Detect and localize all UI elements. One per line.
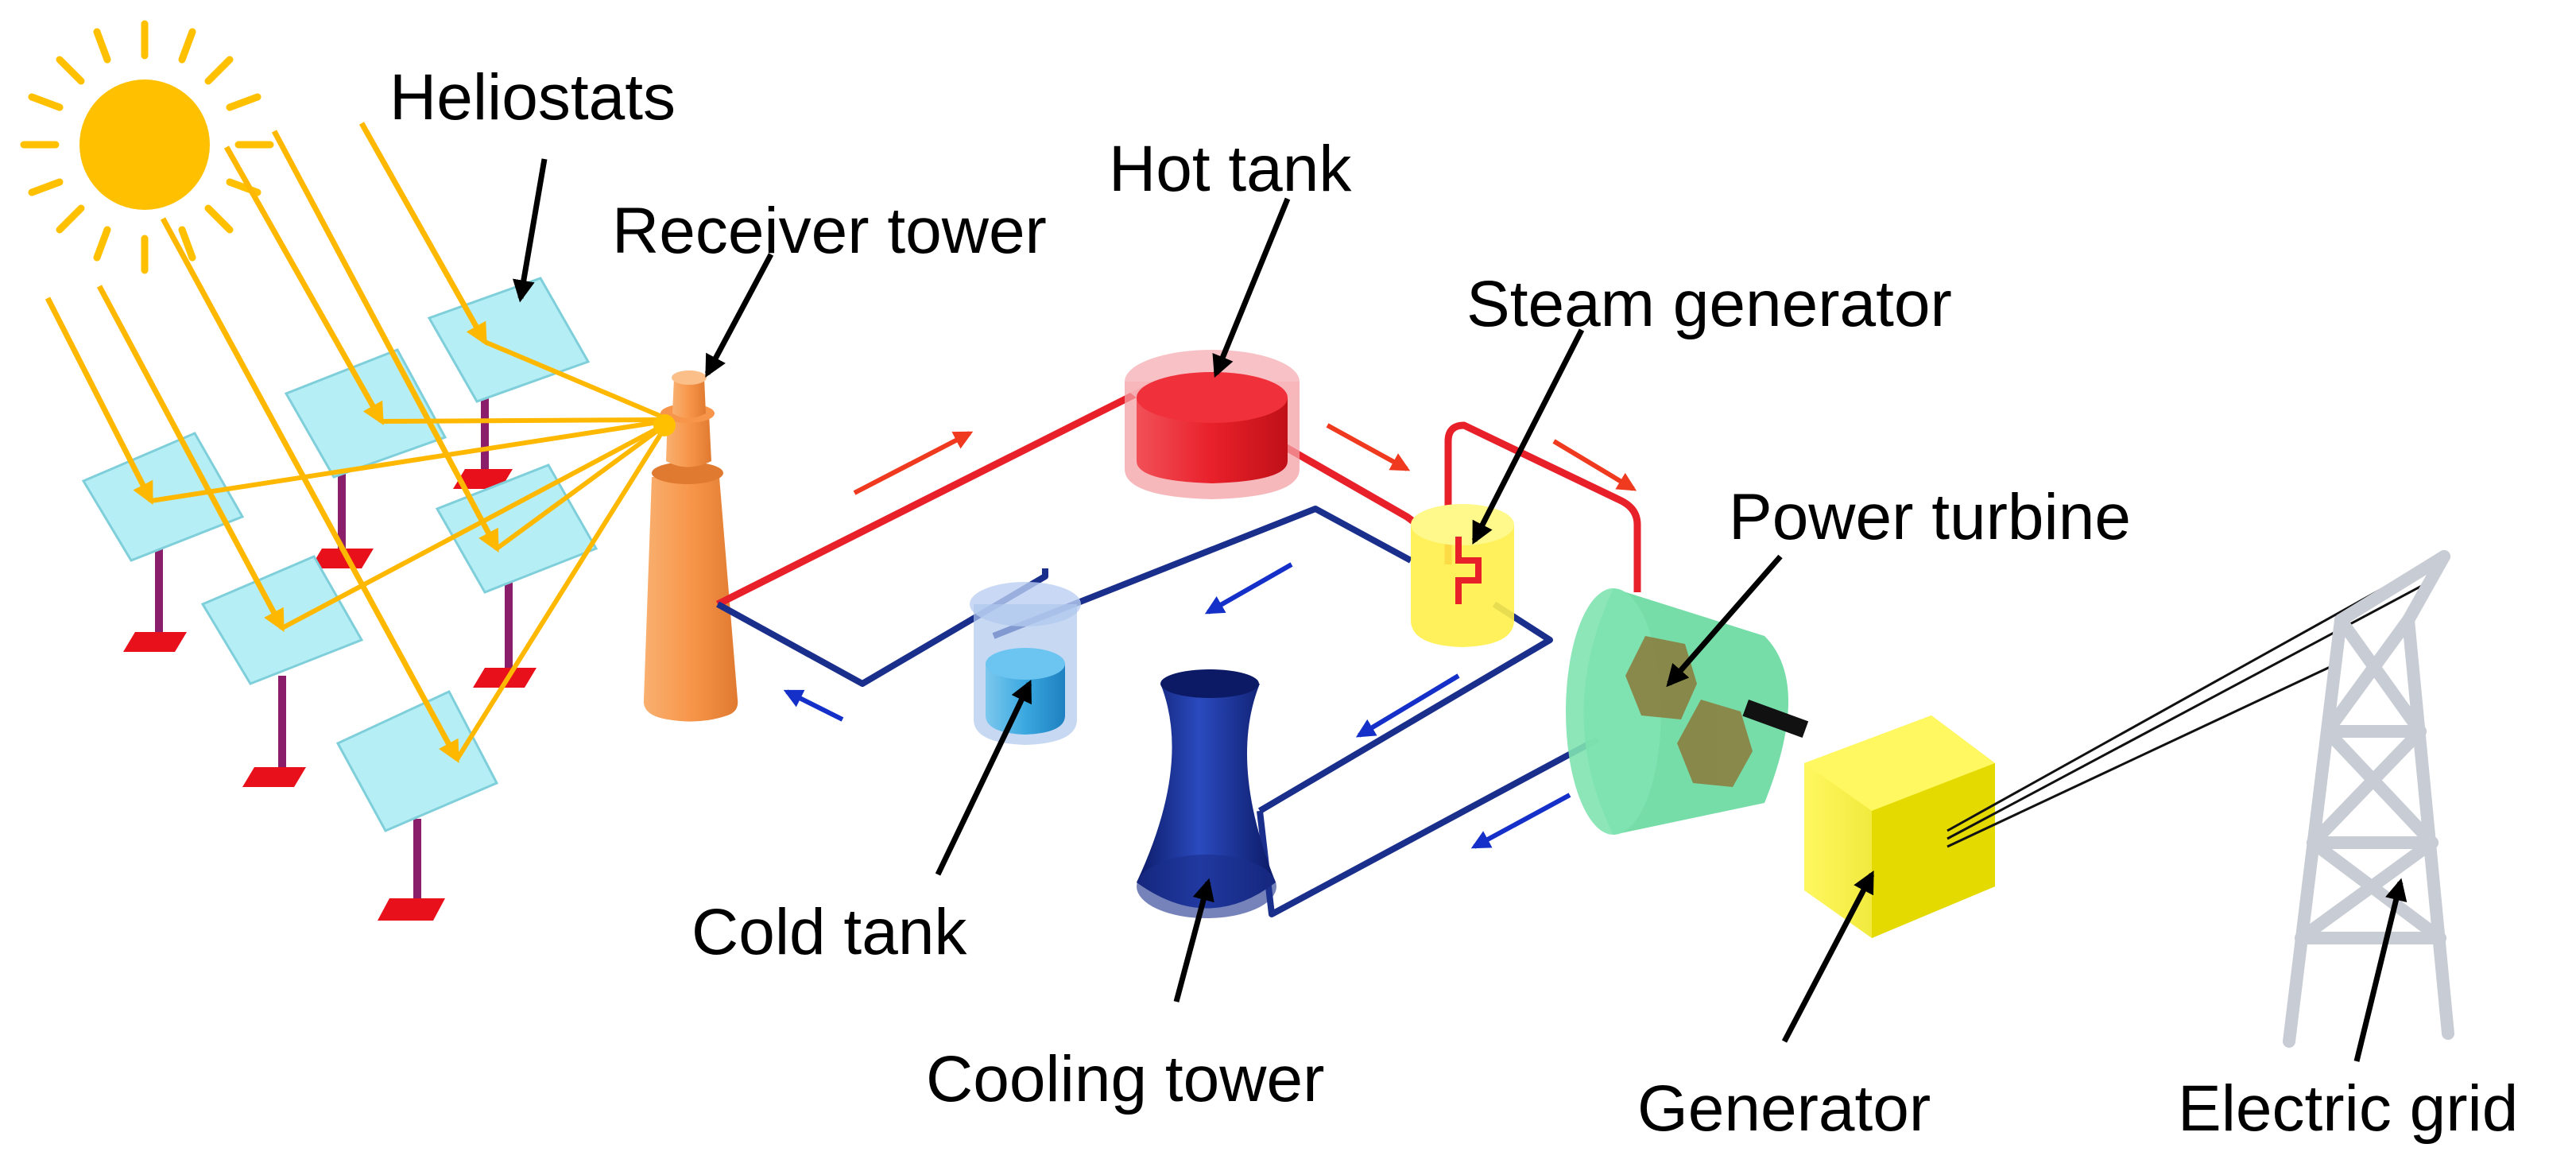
incident-rays bbox=[45, 122, 500, 763]
cold-pipe bbox=[716, 506, 1599, 917]
heliostat bbox=[427, 277, 591, 489]
label-cold-tank: Cold tank bbox=[691, 896, 967, 968]
label-heliostats: Heliostats bbox=[389, 61, 676, 134]
label-power-turbine: Power turbine bbox=[1729, 481, 2131, 553]
hot-flow-arrow bbox=[1326, 423, 1411, 471]
label-hot-tank: Hot tank bbox=[1109, 133, 1352, 205]
reflected-rays bbox=[150, 339, 666, 761]
electric-pylon bbox=[2283, 550, 2454, 1048]
cold-tank bbox=[970, 582, 1081, 745]
hot-flow-arrow bbox=[1552, 439, 1637, 491]
flow-arrows bbox=[783, 423, 1637, 849]
label-receiver-tower: Receiver tower bbox=[612, 195, 1047, 267]
label-steam-generator: Steam generator bbox=[1466, 268, 1952, 340]
leader-arrows bbox=[512, 158, 2407, 1062]
cooling-tower bbox=[1137, 669, 1276, 918]
label-cooling-tower: Cooling tower bbox=[926, 1043, 1324, 1115]
steam-generator bbox=[1411, 504, 1514, 647]
cold-flow-arrow bbox=[1470, 793, 1571, 849]
receiver-tower bbox=[643, 370, 738, 722]
heliostat bbox=[335, 690, 499, 921]
cold-flow-arrow bbox=[1204, 562, 1293, 615]
cold-flow-arrow bbox=[1355, 673, 1460, 738]
generator bbox=[1804, 715, 1995, 938]
heliostat bbox=[200, 555, 364, 787]
cold-flow-arrow bbox=[783, 689, 844, 722]
hot-tank bbox=[1125, 350, 1300, 499]
power-turbine bbox=[1566, 588, 1809, 835]
label-electric-grid: Electric grid bbox=[2178, 1072, 2518, 1145]
label-generator: Generator bbox=[1637, 1072, 1931, 1145]
hot-flow-arrow bbox=[853, 431, 974, 495]
sun-icon bbox=[20, 20, 274, 274]
heliostat bbox=[435, 463, 598, 688]
